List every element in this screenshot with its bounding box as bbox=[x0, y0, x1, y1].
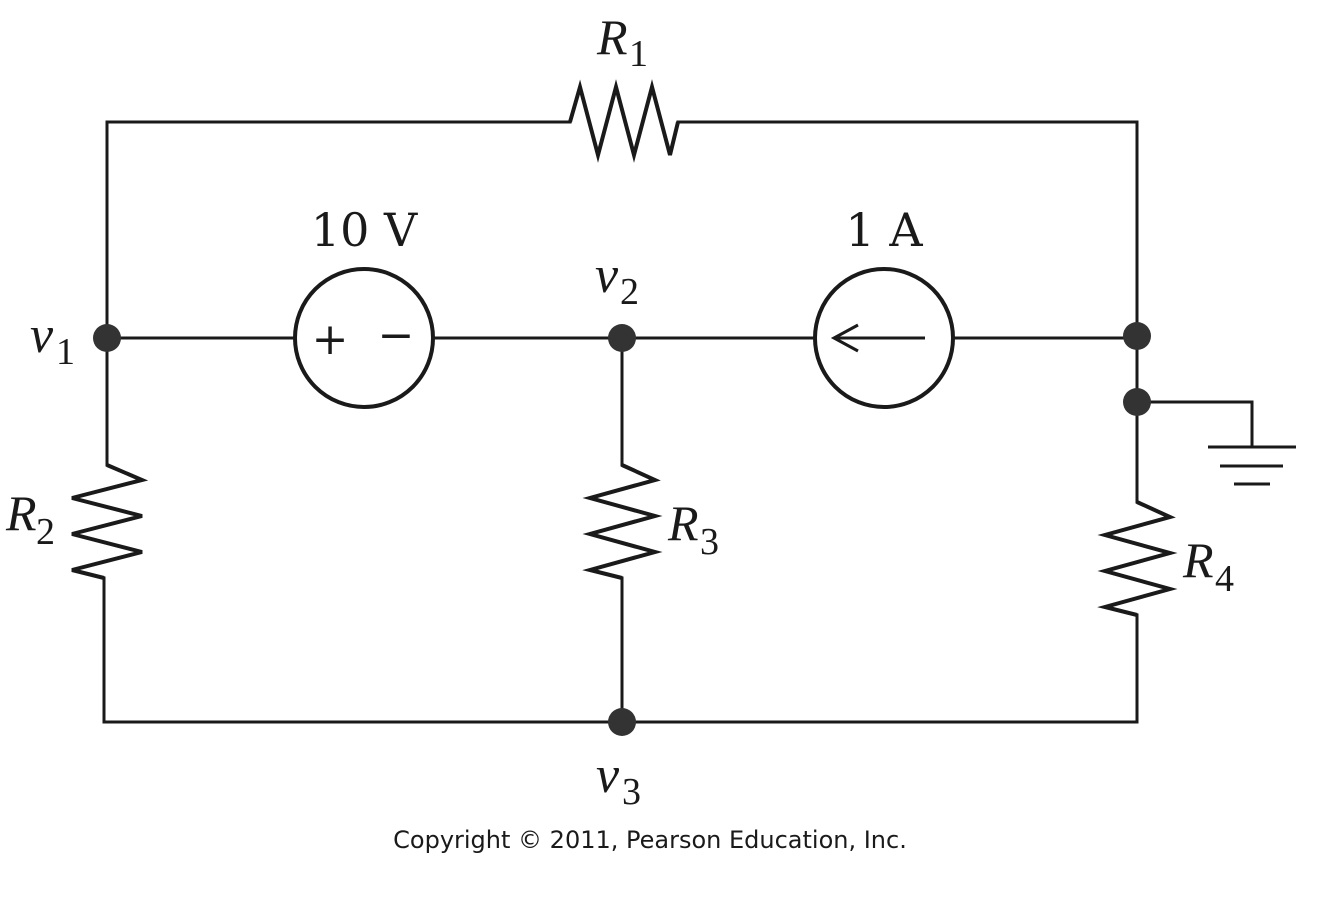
label-v1-letter: v bbox=[30, 307, 54, 364]
label-r4-sub: 4 bbox=[1215, 558, 1234, 600]
node-ground-dot bbox=[1123, 388, 1151, 416]
current-source-icon bbox=[813, 267, 955, 409]
plus-sign: + bbox=[312, 314, 349, 365]
ground-icon bbox=[1208, 445, 1296, 486]
label-v2: v 2 bbox=[595, 247, 639, 313]
minus-sign: − bbox=[378, 310, 415, 361]
wire-top-left bbox=[105, 120, 572, 340]
copyright-notice: Copyright © 2011, Pearson Education, Inc… bbox=[393, 826, 907, 854]
node-v3-dot bbox=[608, 708, 636, 736]
label-r4: R 4 bbox=[1182, 532, 1234, 600]
label-v3-sub: 3 bbox=[622, 771, 641, 813]
current-arrow-head bbox=[830, 323, 859, 353]
resistor-r2 bbox=[71, 463, 149, 580]
label-r4-letter: R bbox=[1182, 532, 1214, 588]
label-r2-sub: 2 bbox=[36, 511, 55, 553]
wire-ground-lead bbox=[1135, 400, 1254, 449]
node-v1-dot bbox=[93, 324, 121, 352]
label-r1-sub: 1 bbox=[629, 33, 648, 75]
label-r2-letter: R bbox=[5, 485, 37, 541]
label-v3-letter: v bbox=[596, 747, 620, 804]
wire-top-right bbox=[676, 120, 1139, 340]
label-v3: v 3 bbox=[596, 747, 641, 813]
label-r3-letter: R bbox=[667, 495, 699, 551]
node-right-dot bbox=[1123, 322, 1151, 350]
label-r3-sub: 3 bbox=[700, 521, 719, 563]
resistor-r1 bbox=[568, 79, 680, 163]
label-v1-sub: 1 bbox=[56, 331, 75, 373]
node-v2-dot bbox=[608, 324, 636, 352]
label-r3: R 3 bbox=[667, 495, 719, 563]
label-v1: v 1 bbox=[30, 307, 75, 373]
resistor-r3 bbox=[582, 463, 663, 580]
voltage-source-icon: + − bbox=[293, 267, 435, 409]
voltage-source-label: 10 V bbox=[311, 203, 418, 257]
label-r1-letter: R bbox=[596, 9, 628, 65]
label-v2-letter: v bbox=[595, 247, 619, 304]
current-source-label: 1 A bbox=[845, 203, 923, 257]
label-r1: R 1 bbox=[596, 9, 648, 75]
wires bbox=[102, 120, 1254, 724]
label-v2-sub: 2 bbox=[620, 271, 639, 313]
label-r2: R 2 bbox=[5, 485, 55, 553]
resistor-r4 bbox=[1097, 500, 1178, 617]
voltage-source-circle bbox=[293, 267, 435, 409]
